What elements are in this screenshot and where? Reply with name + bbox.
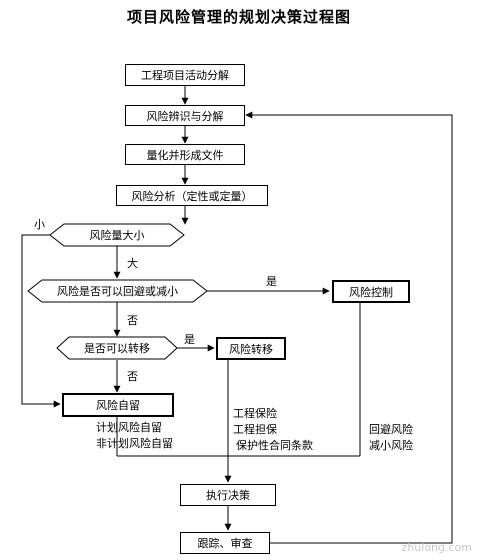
control-note-2: 减小风险 <box>369 439 413 452</box>
control-note-1: 回避风险 <box>369 423 413 436</box>
retain-note-1: 计划风险自留 <box>96 421 162 434</box>
size-decision-label: 风险量大小 <box>89 229 145 242</box>
reduce-decision-label: 风险是否可以回避或减小 <box>57 285 178 298</box>
reduce-decision-shape <box>27 279 208 303</box>
transfer-note-3: 保护性合同条款 <box>236 439 313 452</box>
edge-label-yes-transfer: 是 <box>184 333 195 346</box>
page-title: 项目风险管理的规划决策过程图 <box>126 8 351 26</box>
edge-label-small: 小 <box>34 218 45 231</box>
decompose-box: 工程项目活动分解 <box>125 64 245 86</box>
quantify-box: 量化并形成文件 <box>125 144 245 165</box>
transfer-box: 风险转移 <box>216 337 286 360</box>
retain-box: 风险自留 <box>62 393 174 417</box>
analyze-box: 风险分析（定性或定量） <box>116 185 268 206</box>
edge-label-no-transfer: 否 <box>127 370 138 383</box>
retain-note-2: 非计划风险自留 <box>96 437 173 450</box>
control-box: 风险控制 <box>332 280 410 303</box>
transfer-note-1: 工程保险 <box>233 407 277 420</box>
size-decision-shape <box>49 223 185 247</box>
transfer-decision-shape <box>56 336 178 360</box>
edge-label-yes-reduce: 是 <box>266 275 277 288</box>
execute-box: 执行决策 <box>180 484 276 506</box>
arrow-feedback <box>245 111 453 544</box>
identify-box: 风险辨识与分解 <box>125 105 245 126</box>
watermark: zhulong.com <box>401 541 472 554</box>
transfer-note-2: 工程担保 <box>233 423 277 436</box>
transfer-decision-label: 是否可以转移 <box>84 342 150 355</box>
arrow-size-small <box>21 234 61 408</box>
track-box: 跟踪、审查 <box>180 532 270 554</box>
edge-label-large: 大 <box>127 257 138 270</box>
edge-label-no-reduce: 否 <box>127 314 138 327</box>
